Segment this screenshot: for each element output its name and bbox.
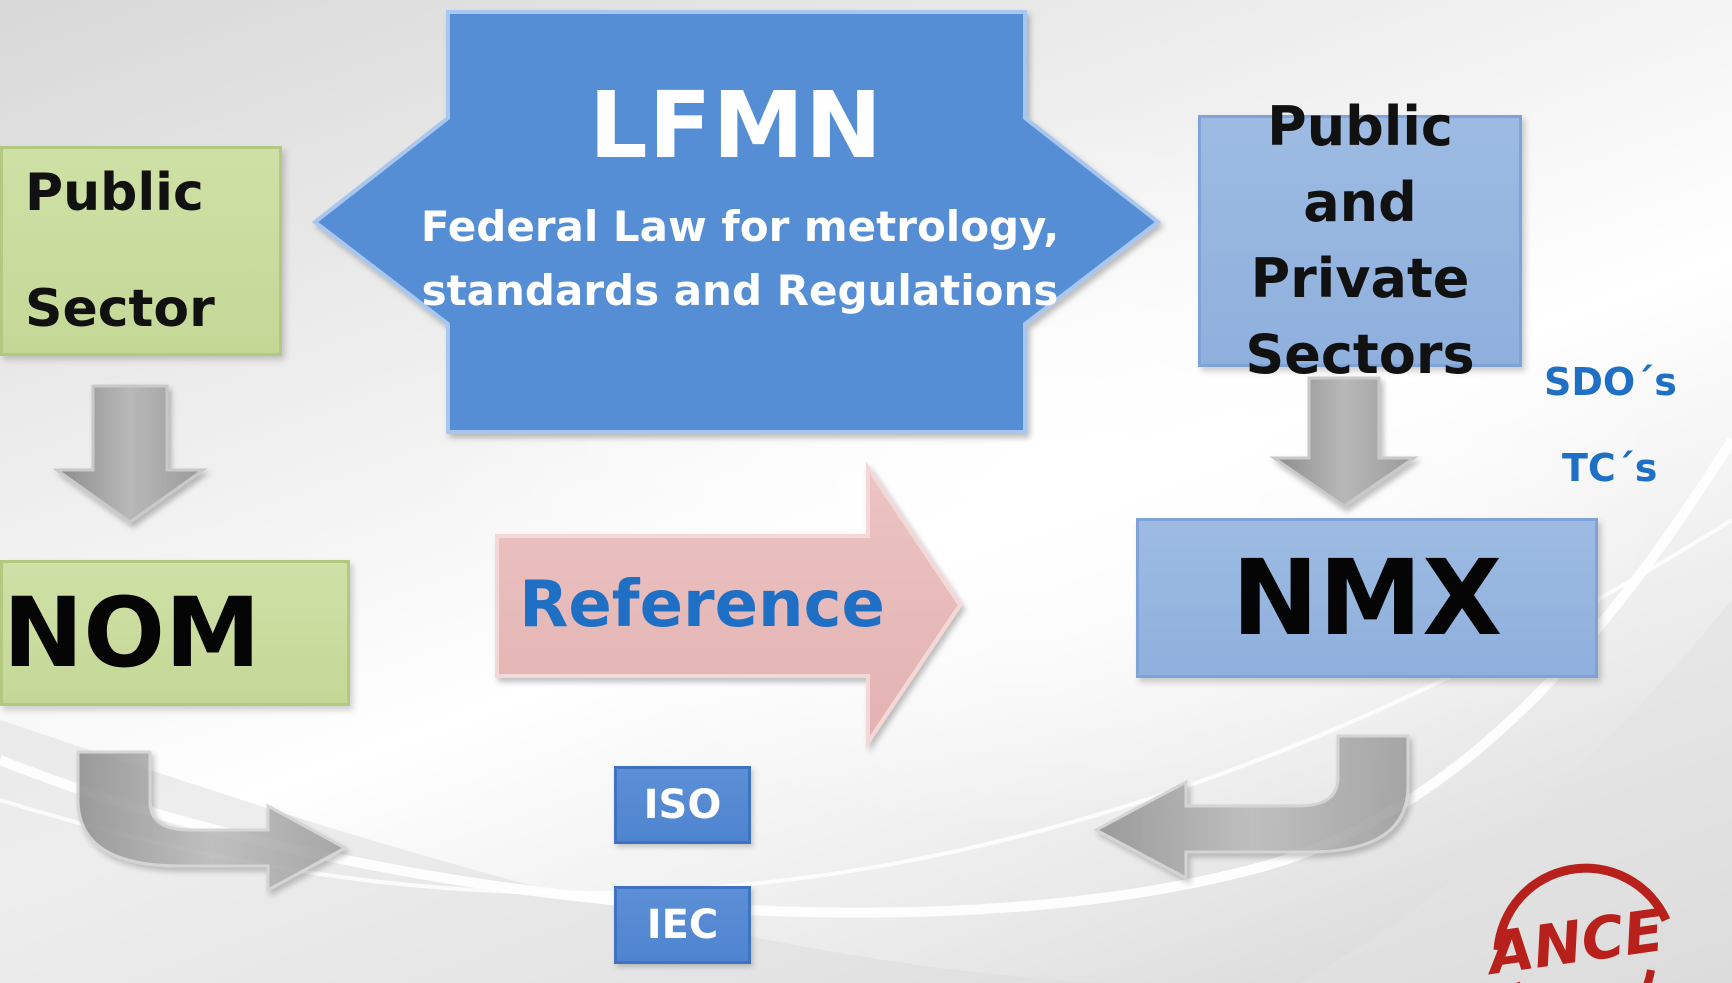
tc-note: TC´s [1562, 446, 1658, 490]
ance-logo-icon: ANCE [1480, 863, 1671, 983]
lfmn-title: LFMN [588, 72, 883, 179]
lfmn-subtitle-line1: Federal Law for metrology, [420, 202, 1060, 251]
pps-line1: Public and [1267, 95, 1453, 234]
pps-line3: Sectors [1245, 323, 1475, 386]
nom-box: NOM [0, 560, 350, 706]
iec-box: IEC [614, 886, 751, 964]
lfmn-subtitle-line2: standards and Regulations [421, 266, 1059, 315]
nmx-box: NMX [1136, 518, 1598, 678]
iso-box: ISO [614, 766, 751, 844]
down-arrow-icon [1269, 376, 1419, 508]
lfmn-subtitle: Federal Law for metrology, standards and… [420, 195, 1060, 323]
public-sector-box: Public Sector [0, 146, 282, 356]
curved-arrow-icon [76, 750, 349, 893]
public-private-sectors-box: Public and Private Sectors [1198, 95, 1522, 386]
public-sector-line2: Sector [25, 279, 215, 339]
pps-line2: Private [1250, 247, 1470, 310]
nmx-label: NMX [1231, 537, 1503, 659]
nom-label: NOM [3, 577, 261, 689]
iso-label: ISO [643, 782, 722, 828]
curved-arrow-icon [1092, 734, 1410, 881]
lfmn-shape [311, 10, 1162, 434]
iec-label: IEC [646, 902, 719, 948]
down-arrow-icon [52, 384, 208, 524]
reference-arrow-shape [495, 461, 963, 749]
sdo-note: SDO´s [1544, 360, 1677, 404]
public-sector-line1: Public [25, 163, 204, 223]
reference-label: Reference [519, 568, 885, 642]
